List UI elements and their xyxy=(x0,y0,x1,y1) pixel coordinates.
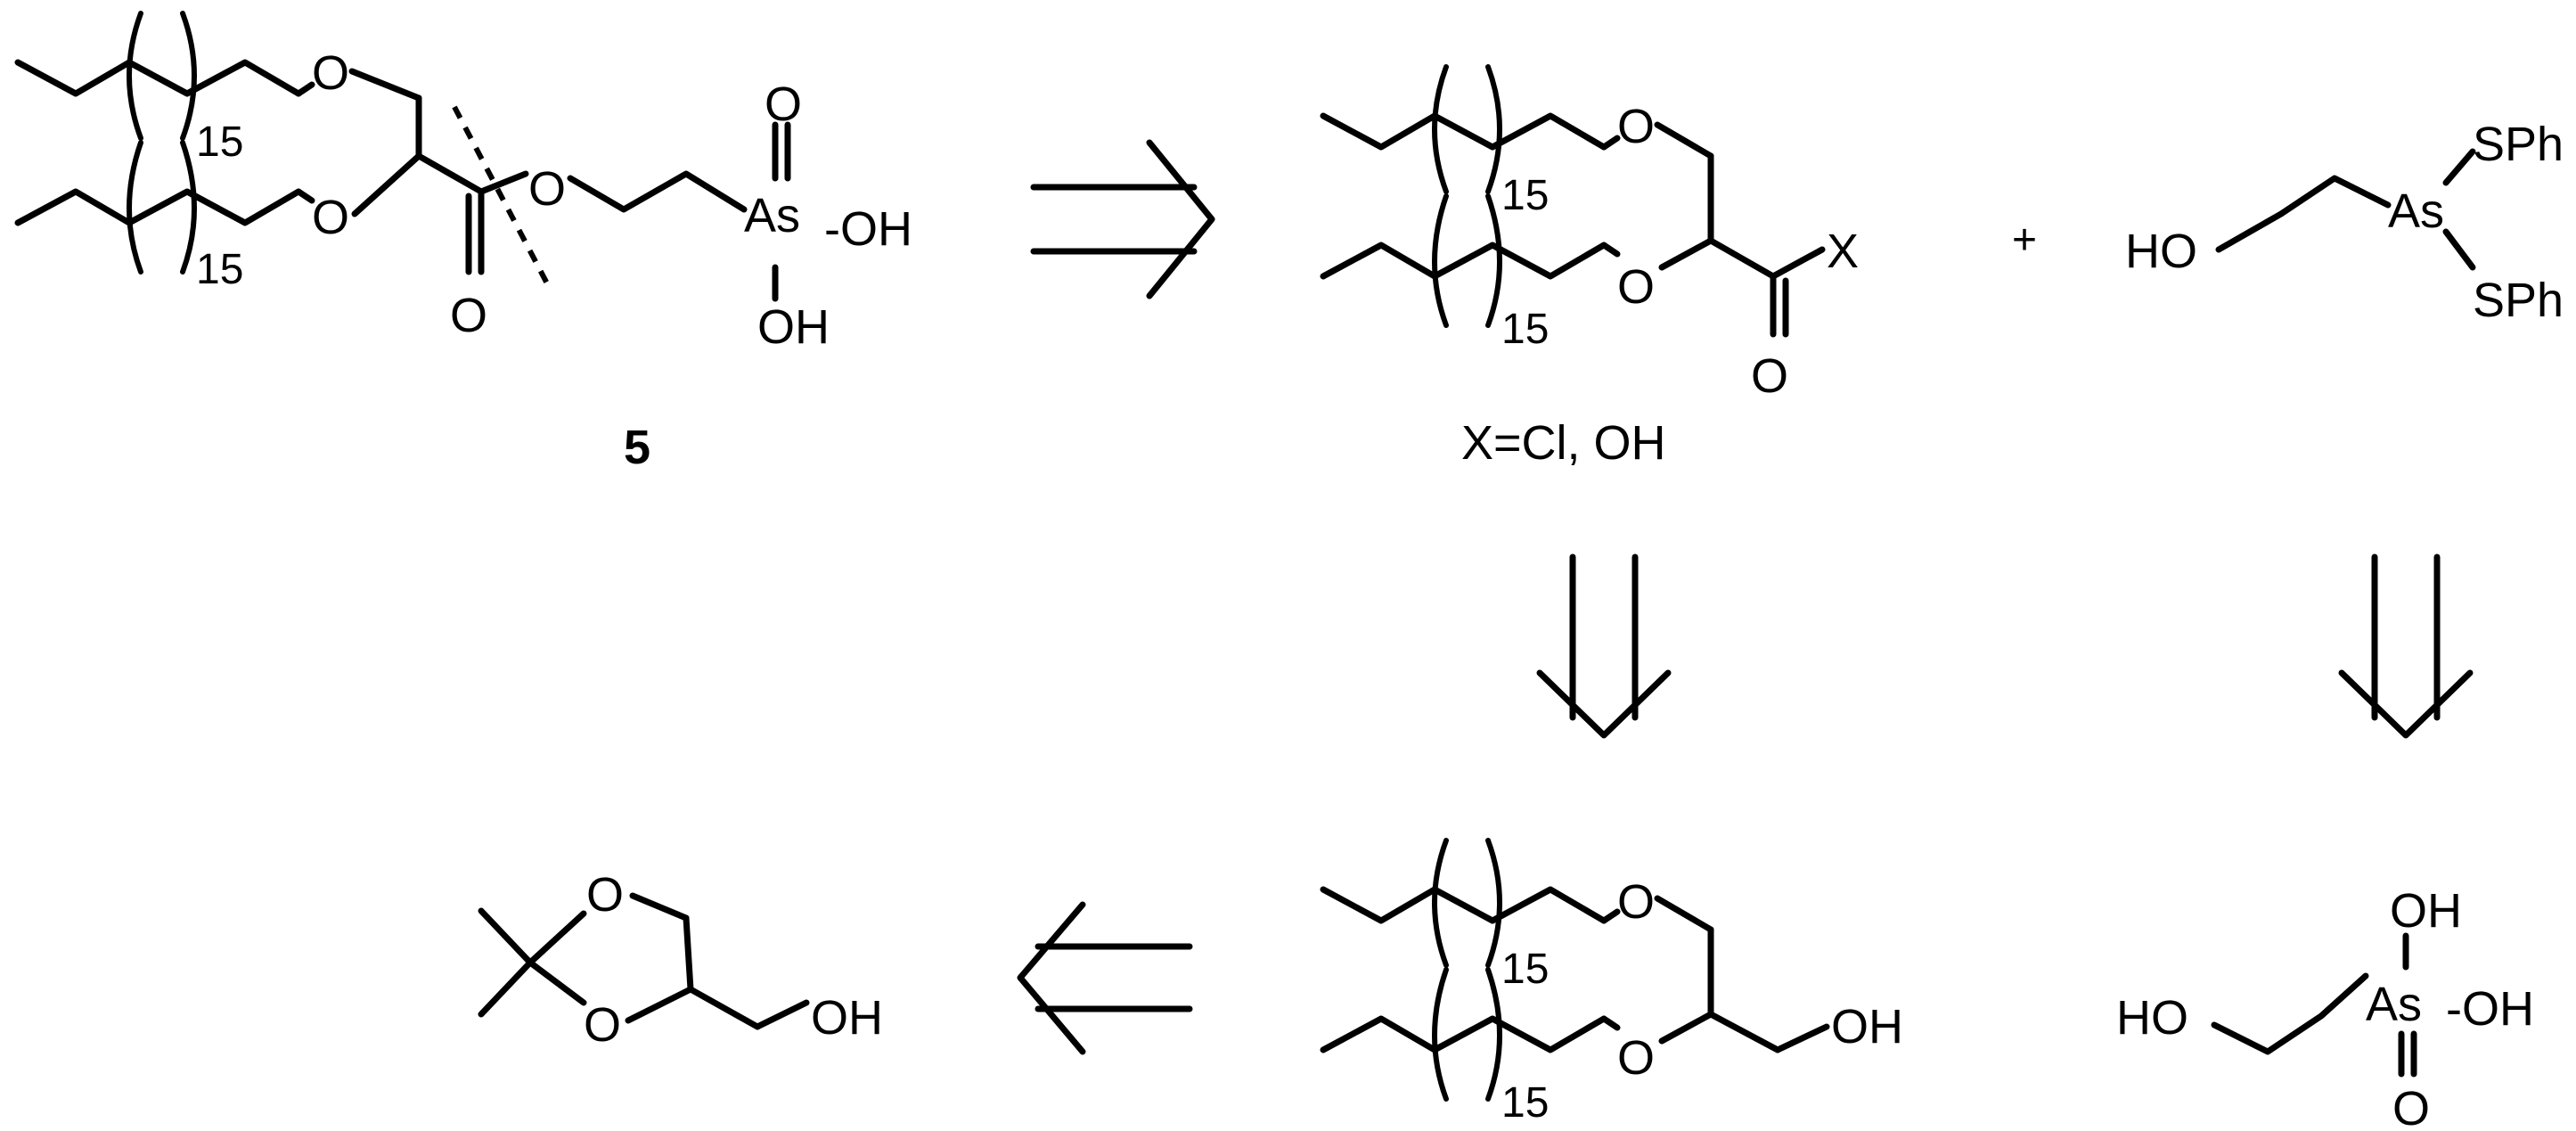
atom-OH: OH xyxy=(757,300,830,354)
retro-arrow-down xyxy=(2338,553,2474,739)
retro-arrow-down xyxy=(1536,553,1672,739)
atom-O: O xyxy=(1617,1031,1655,1085)
atom-O: O xyxy=(765,78,802,131)
atom-HO: HO xyxy=(2125,225,2197,278)
atom-O: O xyxy=(1617,100,1655,153)
atom-O: O xyxy=(312,191,349,244)
atom-OH: -OH xyxy=(824,202,912,256)
retro-arrow-left xyxy=(1017,901,1193,1055)
compound-5-structure xyxy=(14,11,791,302)
repeat-count: 15 xyxy=(196,246,243,293)
acyl-intermediate-structure xyxy=(1320,64,1826,338)
hydroxyethylarsonic-acid-structure xyxy=(2211,932,2417,1078)
repeat-count: 15 xyxy=(1501,1079,1549,1127)
atom-OH: -OH xyxy=(2446,982,2534,1036)
atom-O: O xyxy=(584,998,621,1052)
atom-SPh: SPh xyxy=(2473,118,2564,171)
atom-As: As xyxy=(2366,978,2422,1031)
atom-OH: OH xyxy=(811,991,883,1045)
atom-HO: HO xyxy=(2116,991,2188,1045)
atom-As: As xyxy=(2388,184,2444,238)
retro-arrow-right xyxy=(1030,139,1215,299)
atom-O: O xyxy=(586,868,624,922)
repeat-count: 15 xyxy=(1501,306,1549,353)
atom-OH: OH xyxy=(2390,884,2462,938)
atom-O: O xyxy=(2392,1082,2430,1131)
atom-O: O xyxy=(1617,875,1655,929)
atom-OH: OH xyxy=(1831,1000,1903,1053)
atom-O: O xyxy=(450,289,487,342)
atom-O: O xyxy=(1751,349,1788,403)
repeat-count: 15 xyxy=(1501,946,1549,993)
repeat-count: 15 xyxy=(1501,172,1549,219)
plus-sign: + xyxy=(2012,217,2037,264)
repeat-count: 15 xyxy=(196,119,243,166)
condition-label: X=Cl, OH xyxy=(1461,416,1666,470)
atom-O: O xyxy=(1617,260,1655,314)
compound-label: 5 xyxy=(624,421,650,474)
atom-O: O xyxy=(312,46,349,100)
solketal-structure xyxy=(478,892,810,1030)
atom-O: O xyxy=(528,162,566,216)
atom-As: As xyxy=(744,189,800,242)
dialkyl-glycerol-structure xyxy=(1320,838,1830,1102)
atom-X: X xyxy=(1827,225,1859,278)
thioarsenite-reagent-structure xyxy=(2215,148,2476,271)
atom-SPh: SPh xyxy=(2473,274,2564,327)
